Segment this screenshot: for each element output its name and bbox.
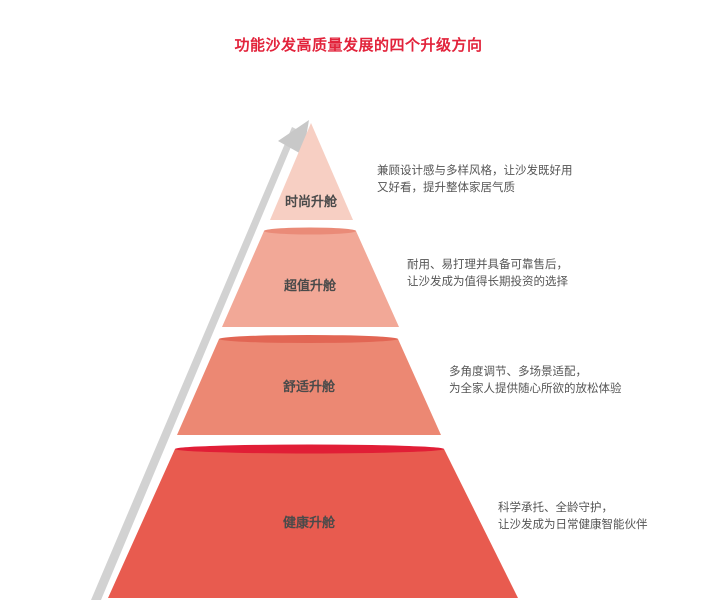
tier-comfort-desc-line-1: 多角度调节、多场景适配， (449, 364, 587, 378)
tier-comfort-rim (219, 335, 398, 343)
tier-fashion (270, 123, 353, 220)
tier-health-description: 科学承托、全龄守护， 让沙发成为日常健康智能伙伴 (498, 499, 648, 533)
diagram-title: 功能沙发高质量发展的四个升级方向 (234, 36, 483, 54)
tier-health-rim (175, 444, 444, 454)
tier-comfort-desc-line-2: 为全家人提供随心所欲的放松体验 (449, 381, 622, 395)
tier-health (108, 444, 518, 598)
tier-health-shape (108, 449, 518, 598)
tier-value-description: 耐用、易打理并具备可靠售后， 让沙发成为值得长期投资的选择 (407, 256, 568, 290)
tier-value-rim (264, 227, 356, 235)
tier-comfort-description: 多角度调节、多场景适配， 为全家人提供随心所欲的放松体验 (449, 363, 622, 397)
tier-health-desc-line-2: 让沙发成为日常健康智能伙伴 (498, 517, 648, 531)
tier-health-desc-line-1: 科学承托、全龄守护， (498, 500, 613, 514)
tier-fashion-shape (270, 123, 353, 220)
tier-fashion-desc-line-1: 兼顾设计感与多样风格，让沙发既好用 (377, 163, 573, 177)
growth-arrow-shaft (91, 127, 298, 600)
tier-value-desc-line-1: 耐用、易打理并具备可靠售后， (407, 257, 568, 271)
tier-value (222, 227, 399, 327)
tier-comfort-shape (177, 339, 441, 435)
tier-health-label: 健康升舱 (283, 515, 336, 531)
tier-value-desc-line-2: 让沙发成为值得长期投资的选择 (407, 274, 568, 288)
tier-fashion-description: 兼顾设计感与多样风格，让沙发既好用 又好看，提升整体家居气质 (377, 162, 573, 196)
tier-fashion-desc-line-2: 又好看，提升整体家居气质 (377, 180, 515, 194)
tier-comfort (177, 335, 441, 435)
tier-fashion-label: 时尚升舱 (285, 194, 338, 210)
tier-comfort-label: 舒适升舱 (283, 379, 336, 395)
tier-value-shape (222, 231, 399, 327)
tier-value-label: 超值升舱 (284, 278, 337, 294)
